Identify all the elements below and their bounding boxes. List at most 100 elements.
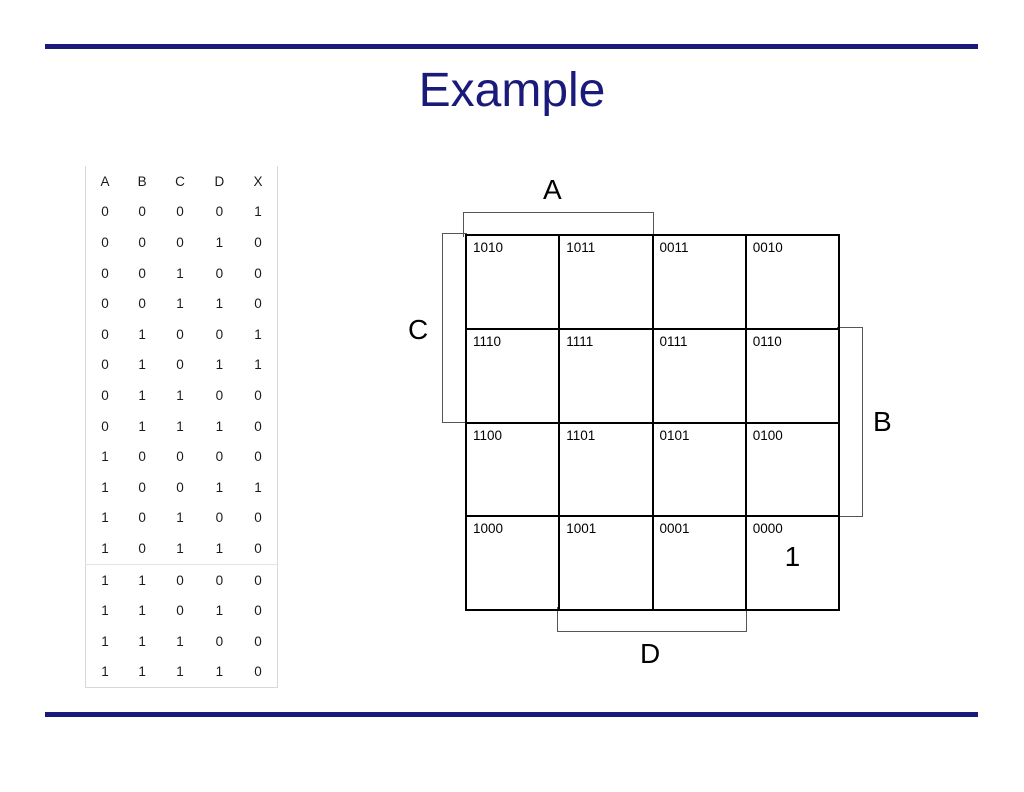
kmap-cell-minterm: 0101 [659,427,690,443]
kmap-cell[interactable]: 0111 [653,329,747,424]
kmap-cell-minterm: 1011 [566,240,596,255]
group-bracket-b [837,327,863,517]
table-cell: 1 [123,563,161,596]
kmap-cell[interactable]: 0010 [746,236,840,330]
column-header-d: D [214,173,225,189]
kmap-cell-minterm: 1110 [473,333,502,349]
kmap-cell[interactable]: 0110 [746,329,840,424]
table-cell: 0 [254,664,262,680]
table-cell: 1 [101,449,109,465]
table-cell: 1 [176,540,184,556]
kmap-cell[interactable]: 0001 [653,517,747,611]
axis-label-d: D [640,638,661,669]
table-cell: 0 [101,204,109,220]
table-cell: 0 [101,265,109,281]
table-cell: 1 [138,664,146,680]
axis-label-a: A [543,174,562,205]
kmap-cell[interactable]: 1111 [560,329,654,424]
group-bracket-d [557,607,747,632]
table-cell: 0 [101,326,109,342]
table-cell: 0 [254,387,262,403]
table-cell: 0 [101,387,109,403]
table-cell: 1 [101,479,109,495]
kmap-cell-minterm: 1000 [473,521,504,537]
table-cell: 0 [138,449,146,465]
kmap-cell[interactable]: 1001 [560,517,654,611]
table-cell: 1 [138,357,146,373]
table-cell: 1 [176,510,184,526]
kmap-cell-value: 1 [784,541,801,573]
kmap-cell[interactable]: 0101 [653,423,747,518]
kmap-cell-minterm: 0100 [752,427,783,443]
table-cell: 1 [215,234,224,250]
table-cell: 1 [101,603,109,619]
table-cell: 0 [138,204,146,220]
table-cell: 0 [101,234,109,250]
table-cell: 0 [176,234,184,250]
table-row: 1 0 0 1 1 [86,472,278,503]
table-cell: 1 [215,296,224,312]
kmap-cell[interactable]: 0011 [653,236,747,330]
kmap-cell-minterm: 0111 [659,333,688,349]
table-cell: 0 [199,563,240,596]
table-cell: 1 [176,265,184,281]
kmap-cell[interactable]: 0100 [746,423,840,518]
table-cell: 0 [138,265,146,281]
kmap-cell[interactable]: 1011 [560,236,654,330]
table-cell: 1 [176,418,184,434]
karnaugh-grid: 1010 1011 0011 0010 1110 1111 0111 0110 1100 1101… [465,234,840,611]
table-cell: 1 [215,603,224,619]
kmap-cell[interactable]: 1100 [467,423,561,518]
table-cell: 0 [138,479,146,495]
kmap-cell-minterm: 1101 [566,427,596,443]
table-cell: 0 [215,204,224,220]
slide-bottom-rule [45,712,978,717]
table-cell: 1 [254,204,262,220]
kmap-cell[interactable]: 1101 [560,423,654,518]
table-cell: 0 [215,265,224,281]
page-title: Example [418,64,606,117]
column-header-c: C [175,173,185,189]
column-header-x: X [253,173,263,189]
kmap-cell-minterm: 1111 [566,333,594,349]
group-bracket-a [463,212,654,237]
table-cell: 0 [176,479,184,495]
table-cell: 0 [176,449,184,465]
kmap-cell[interactable]: 1110 [467,329,561,424]
column-header-a: A [100,173,110,189]
table-cell: 0 [254,510,262,526]
table-cell: 1 [138,326,146,342]
kmap-cell[interactable]: 1000 [467,517,561,611]
table-cell: 1 [215,479,224,495]
table-cell: 0 [176,204,184,220]
kmap-cell-minterm: 1100 [473,427,503,443]
table-cell: 0 [215,449,224,465]
table-cell: 0 [239,563,278,596]
kmap-cell[interactable]: 1010 [467,236,561,330]
kmap-cell-minterm: 0010 [752,240,783,255]
table-cell: 0 [176,326,184,342]
table-cell: 1 [101,664,109,680]
table-cell: 1 [254,479,262,495]
axis-label-b: B [873,406,892,437]
table-cell: 1 [254,326,262,342]
table-cell: 1 [138,418,146,434]
table-cell: 1 [138,603,146,619]
table-cell: 0 [215,387,224,403]
table-cell: 1 [215,664,224,680]
slide-top-rule [45,44,978,49]
